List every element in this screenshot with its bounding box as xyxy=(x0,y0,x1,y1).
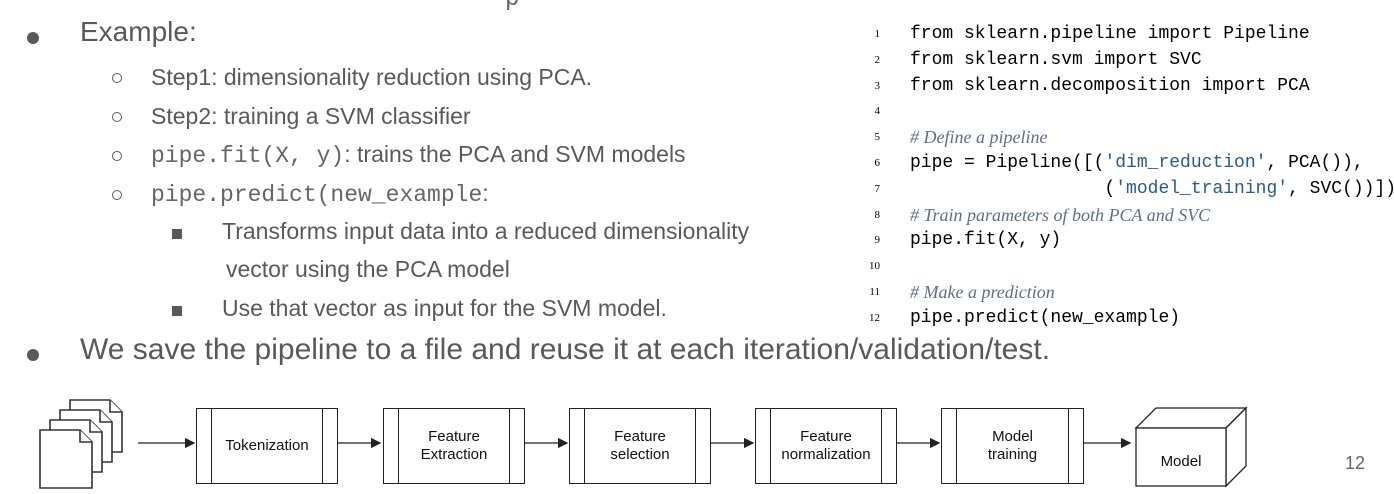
stage-label: Feature selection xyxy=(610,428,670,463)
stage-label: Tokenization xyxy=(225,437,309,454)
line-number: 10 xyxy=(869,260,880,273)
code-text: pipe.predict(new_example) xyxy=(910,307,1181,328)
stage-tokenization: Tokenization xyxy=(196,408,338,484)
step2-text: Step2: training a SVM classifier xyxy=(151,103,471,129)
bullet-dot xyxy=(27,349,39,361)
cutoff-heading-fragment: p xyxy=(505,0,519,13)
predict-line: pipe.predict(new_example: xyxy=(151,180,489,208)
sub1-line1: Transforms input data into a reduced dim… xyxy=(222,218,750,244)
model-label: Model xyxy=(1160,453,1202,470)
code-text: # Train parameters of both PCA and SVC xyxy=(910,204,1211,225)
stage-label: Feature Extraction xyxy=(420,428,488,463)
bullet-square xyxy=(172,306,182,316)
sub2-text: Use that vector as input for the SVM mod… xyxy=(222,295,667,321)
fit-line: pipe.fit(X, y): trains the PCA and SVM m… xyxy=(151,141,686,169)
code-text: from sklearn.pipeline import Pipeline xyxy=(910,24,1310,44)
line-number: 2 xyxy=(874,53,881,66)
bullet-dot xyxy=(27,32,39,44)
line-number: 3 xyxy=(874,79,881,92)
stage-feature-selection: Feature selection xyxy=(569,408,711,484)
line-number: 12 xyxy=(869,311,880,324)
documents-icon xyxy=(39,399,123,489)
code-text: ('model_training', SVC())]) xyxy=(910,178,1394,199)
stage-feature-extraction: Feature Extraction xyxy=(383,408,525,484)
stage-model-training: Model training xyxy=(941,408,1084,484)
model-cube-icon xyxy=(1134,406,1248,488)
sub1-line2: vector using the PCA model xyxy=(226,256,510,282)
example-heading: Example: xyxy=(80,16,197,47)
line-number: 5 xyxy=(874,131,881,144)
predict-code: pipe.predict(new_example xyxy=(151,182,483,208)
code-text: pipe = Pipeline([('dim_reduction', PCA()… xyxy=(910,153,1364,173)
line-number: 8 xyxy=(874,208,881,221)
line-number: 11 xyxy=(869,286,880,298)
stage-label: Feature normalization xyxy=(781,428,871,463)
code-text: pipe.fit(X, y) xyxy=(910,230,1062,251)
code-text: from sklearn.decomposition import PCA xyxy=(910,75,1310,96)
predict-text: : xyxy=(482,180,489,206)
line-number: 6 xyxy=(874,157,881,169)
fit-text: : trains the PCA and SVM models xyxy=(344,141,686,167)
bullet-circle xyxy=(112,151,122,161)
line-number: 9 xyxy=(874,234,881,247)
line-number: 4 xyxy=(874,105,881,118)
code-text: from sklearn.svm import SVC xyxy=(910,49,1202,70)
bullet-circle xyxy=(112,112,122,122)
line-number: 1 xyxy=(874,28,881,40)
step1-text: Step1: dimensionality reduction using PC… xyxy=(151,64,593,90)
code-text: # Make a prediction xyxy=(910,282,1055,302)
line-number: 7 xyxy=(874,182,881,195)
code-text: # Define a pipeline xyxy=(910,127,1048,148)
save-text: We save the pipeline to a file and reuse… xyxy=(80,333,1051,366)
page-number: 12 xyxy=(1345,453,1366,473)
stage-feature-normalization: Feature normalization xyxy=(755,408,897,484)
bullet-square xyxy=(172,229,182,239)
bullet-circle xyxy=(112,73,122,83)
fit-code: pipe.fit(X, y) xyxy=(151,143,345,169)
bullet-circle xyxy=(112,190,122,200)
stage-label: Model training xyxy=(987,428,1038,463)
